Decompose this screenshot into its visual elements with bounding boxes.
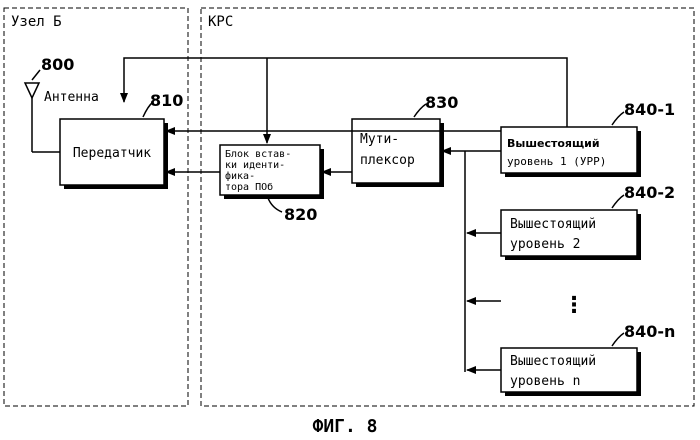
inserter-ref: 820 <box>284 205 317 224</box>
multiplexer-ref: 830 <box>425 93 458 112</box>
figure-caption: ФИГ. 8 <box>312 416 377 437</box>
upper-layer-2-ref: 840-2 <box>624 183 675 202</box>
inserter-line-3: фика- <box>225 170 255 182</box>
upper-layer-1-line-1: Вышестоящий <box>507 137 600 150</box>
upper-layer-n-line-1: Вышестоящий <box>510 354 596 369</box>
node-b-region <box>4 8 188 406</box>
inserter-ref-leader <box>268 198 282 212</box>
upper-layer-n-line-2: уровень n <box>510 374 580 389</box>
antenna-ref-leader <box>32 70 40 80</box>
upper-layer-n-ref-leader <box>612 333 624 346</box>
transmitter-label: Передатчик <box>73 146 151 161</box>
multiplexer-line-1: Мути- <box>360 132 399 147</box>
rnc-label: КРС <box>208 14 233 30</box>
node-b-label: Узел Б <box>11 14 62 30</box>
antenna-label: Антенна <box>44 90 99 105</box>
multiplexer-line-2: плексор <box>360 153 415 168</box>
more-layers-ellipsis: ⋮ <box>563 293 585 318</box>
antenna-ref: 800 <box>41 55 74 74</box>
inserter-line-1: Блок встав- <box>225 149 291 160</box>
inserter-line-2: ки иденти- <box>225 160 285 171</box>
inserter-line-4: тора ПОб <box>225 181 273 193</box>
upper-layer-1-ref-leader <box>612 112 624 125</box>
upper-layer-1-ref: 840-1 <box>624 100 675 119</box>
upper-layer-2-ref-leader <box>612 195 624 208</box>
upper-layer-2-line-2: уровень 2 <box>510 237 580 252</box>
transmitter-ref: 810 <box>150 91 183 110</box>
upper-layer-1-line-2: уровень 1 (УРР) <box>507 155 606 168</box>
upper-layer-n-ref: 840-n <box>624 322 675 341</box>
upper-layer-2-line-1: Вышестоящий <box>510 217 596 232</box>
multiplexer-block <box>352 119 440 183</box>
